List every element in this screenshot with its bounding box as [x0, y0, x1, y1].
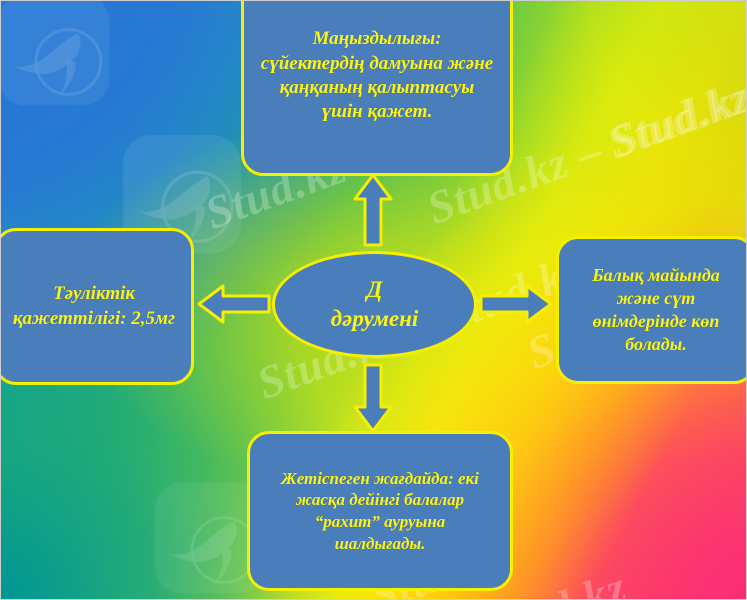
- node-deficiency: Жетіспеген жағдайда: екі жасқа дейінгі б…: [247, 431, 513, 591]
- arrow-right-icon: [479, 284, 553, 324]
- hub-line-1: Д: [366, 277, 383, 303]
- node-daily-requirement: Тәуліктік қажеттілігі: 2,5мг: [0, 228, 194, 385]
- arrow-down-to-deficiency: [352, 362, 394, 434]
- center-hub-vitamin-d: Д дәрумені: [272, 251, 477, 358]
- arrow-up-to-importance: [352, 172, 394, 248]
- node-sources-text: Балық майында және сүт өнімдерінде көп б…: [592, 264, 720, 355]
- node-sources: Балық майында және сүт өнімдерінде көп б…: [556, 236, 747, 384]
- node-daily-requirement-text: Тәуліктік қажеттілігі: 2,5мг: [12, 283, 176, 329]
- arrow-left-icon: [197, 284, 271, 324]
- arrow-down-icon: [353, 363, 393, 433]
- node-importance: Маңыздылығы: сүйектердің дамуына және қа…: [241, 0, 513, 176]
- arrow-left-to-daily-requirement: [196, 283, 272, 325]
- arrow-right-to-sources: [478, 283, 554, 325]
- hub-line-2: дәрумені: [330, 305, 419, 331]
- node-importance-text: Маңыздылығы: сүйектердің дамуына және қа…: [260, 28, 494, 123]
- arrow-up-icon: [353, 173, 393, 247]
- node-deficiency-text: Жетіспеген жағдайда: екі жасқа дейінгі б…: [281, 468, 479, 553]
